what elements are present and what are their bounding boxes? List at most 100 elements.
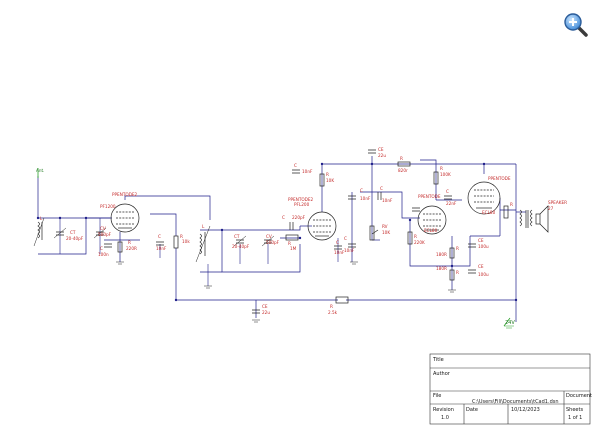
cap-100n [104,243,112,248]
document-label: Document [566,393,592,399]
resistor-10k-b [319,173,325,187]
resistor-180r-a [449,247,455,259]
date-value: 10/12/2023 [511,407,540,413]
component-value: 220pF [292,215,306,220]
component-ref: CE [378,147,384,152]
revision-value: 1.0 [441,415,449,421]
resistor-180r-b [449,269,455,281]
date-label: Date [466,407,478,413]
component-ref: CV [100,226,106,231]
component-value: 22nF [446,201,457,206]
resistor-2-5k [335,296,349,304]
rails [59,218,339,286]
component-ref: R [180,234,183,239]
resistor-10k-a [173,235,179,249]
component-value: 220R [126,246,137,251]
tube-label: PPENTODE [418,194,441,199]
cap-ce-100u-a [468,243,476,248]
component-value: 180R [436,252,447,257]
component-value: 10nF [334,250,345,255]
tube-4 [467,181,501,215]
title-block [429,353,591,425]
component-value: 10K [326,178,334,183]
component-value: 180R [436,266,447,271]
file-label: File [433,393,441,399]
component-value: 10nF [344,248,355,253]
cap-10nf-d [348,195,356,200]
tube-1 [110,203,140,233]
component-ref: C [380,186,383,191]
output-transformer [519,209,533,228]
component-ref: CT [70,230,76,235]
component-ref: SPEAKER [548,200,567,205]
cap-10nf-b [292,169,300,174]
antenna-label: Ant. [36,168,45,173]
resistor-220r [117,241,123,253]
component-ref: C [336,240,339,245]
component-ref: R [400,156,403,161]
cap-ct2 [233,235,247,247]
component-ref: CE [262,304,268,309]
magnifier-zoom-in-icon[interactable] [563,12,589,38]
author-label: Author [433,371,451,377]
cap-50p [412,207,420,212]
component-ref: CE [478,264,484,269]
component-value: 10nF [156,246,167,251]
component-value: 100u [478,244,489,249]
tube-label: PPENTODE2 [112,192,138,197]
component-value: 100u [478,272,489,277]
component-value: 20-40pF [232,244,250,249]
component-value: 100n [98,252,109,257]
component-value: 10k [182,239,190,244]
components [33,149,549,314]
tube-label: PF1200 [100,204,116,209]
cap-ce-22u-top [368,149,376,154]
wires [37,156,526,322]
component-value: 10K [382,230,390,235]
component-ref: C [294,163,297,168]
resistor-100k [433,171,439,185]
cap-10nf-a [156,241,164,246]
cap-22nf [444,195,452,200]
component-ref: CE [478,238,484,243]
component-value: 500pF [98,232,112,237]
cap-ce-22u-bottom [252,309,260,314]
component-ref: R [456,246,459,251]
tube-label: PFL200 [294,202,310,207]
ground-symbols [116,261,514,329]
component-value: 22u [378,153,386,158]
component-value: 10nF [382,198,393,203]
tube-label: ECL80 [424,228,438,233]
cap-10nf-c [334,245,342,250]
cap-ct1 [53,227,67,239]
tube-3 [417,205,447,235]
component-value: 820r [398,168,408,173]
component-ref: R [414,234,417,239]
component-ref: R [456,270,459,275]
cap-cv2 [261,235,275,247]
component-ref: R [510,202,513,207]
component-ref: L [202,224,205,229]
component-value: 220K [414,240,425,245]
component-ref: R [128,240,131,245]
cap-cv1 [93,227,107,239]
resistor-1m [285,234,299,241]
tube-label: PPENTODE2 [288,197,314,202]
cap-10nf-e [377,192,382,200]
sheets-label: Sheets [566,407,583,413]
component-value: 1M [290,246,297,251]
title-label: Title [432,357,444,363]
component-ref: C [158,234,161,239]
component-ref: L [40,216,43,221]
resistor-220k [407,231,413,245]
cap-220pf [289,222,294,230]
speaker-icon [535,205,549,233]
component-value: 10nF [360,196,371,201]
supply-label: 24V [505,320,515,326]
component-value: 20-40pF [66,236,84,241]
component-value: 22u [262,310,270,315]
component-ref: CT [234,234,240,239]
component-value: 500pF [266,240,280,245]
component-ref: C [446,189,449,194]
